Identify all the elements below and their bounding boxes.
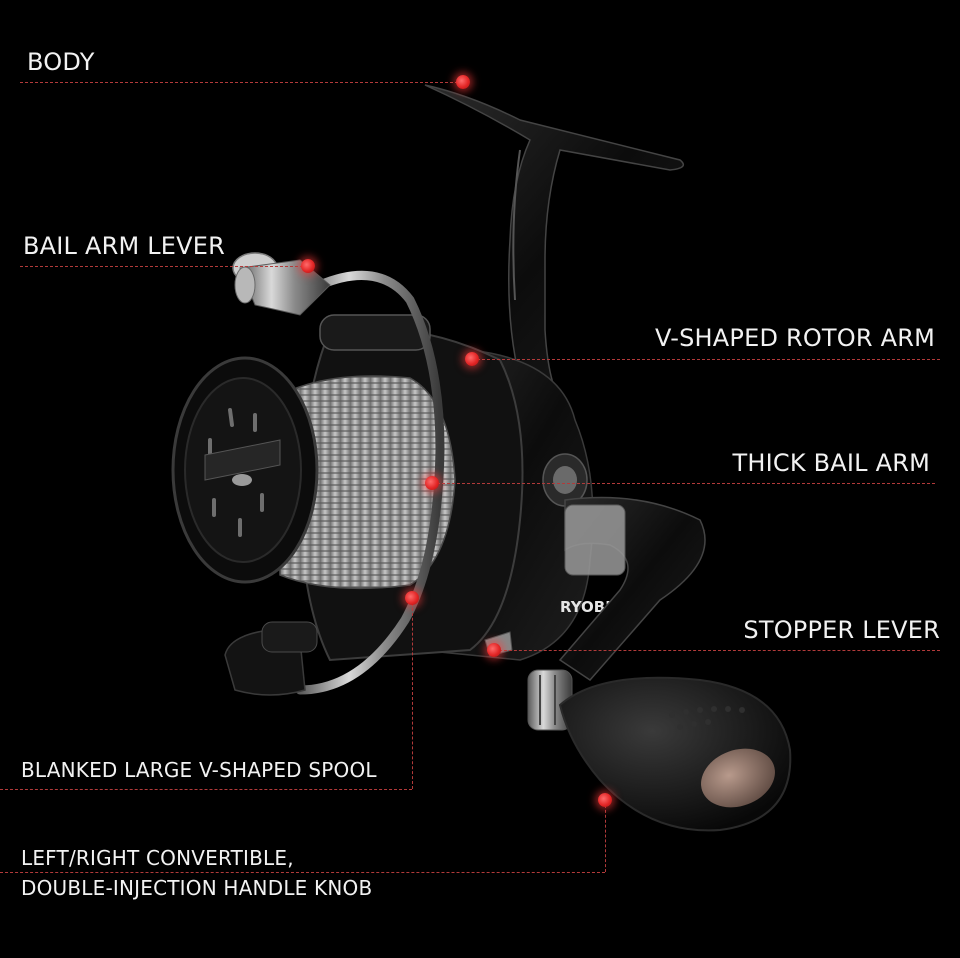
- rotor-arm-leader: [472, 359, 940, 360]
- callout-label-spool: BLANKED LARGE V-SHAPED SPOOL: [21, 758, 377, 782]
- stopper-lever-leader: [494, 650, 940, 651]
- body-leader: [20, 82, 463, 83]
- knob-leader-vertical: [605, 800, 606, 872]
- callout-label-handle-knob: LEFT/RIGHT CONVERTIBLE, DOUBLE-INJECTION…: [21, 846, 373, 900]
- thick-bail-arm-callout-dot: [425, 476, 439, 490]
- spool-leader-vertical: [412, 598, 413, 789]
- spool-leader: [0, 789, 412, 790]
- rotor-arm-callout-dot: [465, 352, 479, 366]
- callout-label-stopper-lever: STOPPER LEVER: [743, 616, 940, 644]
- bail-arm-lever-leader: [20, 266, 308, 267]
- body-callout-dot: [456, 75, 470, 89]
- knob-leader: [0, 872, 605, 873]
- callout-label-bail-arm-lever: BAIL ARM LEVER: [23, 232, 225, 260]
- bail-arm-lever-callout-dot: [301, 259, 315, 273]
- brand-mark: RYOBI: [560, 598, 611, 616]
- thick-bail-arm-leader: [432, 483, 935, 484]
- spool-callout-dot: [405, 591, 419, 605]
- knob-callout-dot: [598, 793, 612, 807]
- callout-label-body: BODY: [27, 48, 95, 76]
- stopper-lever-callout-dot: [487, 643, 501, 657]
- callout-label-thick-bail-arm: THICK BAIL ARM: [732, 449, 930, 477]
- callout-label-rotor-arm: V-SHAPED ROTOR ARM: [655, 324, 935, 352]
